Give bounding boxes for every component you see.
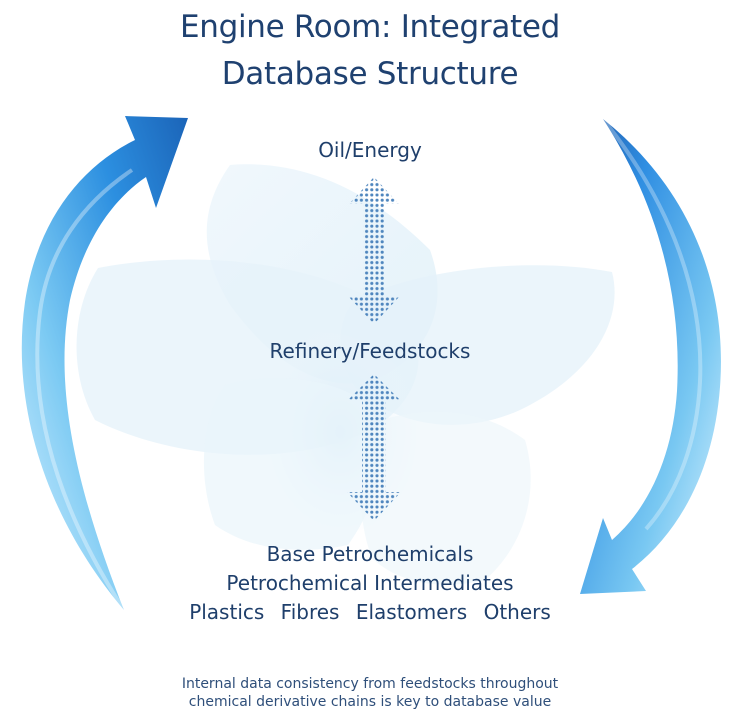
product-row: Plastics Fibres Elastomers Others (0, 599, 740, 625)
product-fibres: Fibres (280, 600, 340, 624)
node-refinery-feedstocks: Refinery/Feedstocks (269, 339, 471, 363)
link-top-double-arrow-icon (349, 177, 399, 324)
product-elastomers: Elastomers (355, 600, 468, 624)
caption-line-1: Internal data consistency from feedstock… (181, 676, 559, 692)
cycle-left-arrow-icon (21, 116, 188, 612)
cycle-right-arrow-icon (580, 117, 721, 594)
product-others: Others (483, 600, 551, 624)
node-base-petrochemicals: Base Petrochemicals (266, 542, 474, 566)
product-plastics: Plastics (189, 600, 265, 624)
caption-line-2: chemical derivative chains is key to dat… (188, 694, 552, 710)
node-oil-energy: Oil/Energy (318, 138, 422, 162)
page-title-line-1: Engine Room: Integrated (179, 9, 561, 45)
node-petrochemical-intermediates: Petrochemical Intermediates (226, 571, 514, 595)
background-petals (76, 164, 615, 585)
page-title-line-2: Database Structure (221, 56, 519, 92)
link-bottom-double-arrow-icon (347, 374, 401, 521)
